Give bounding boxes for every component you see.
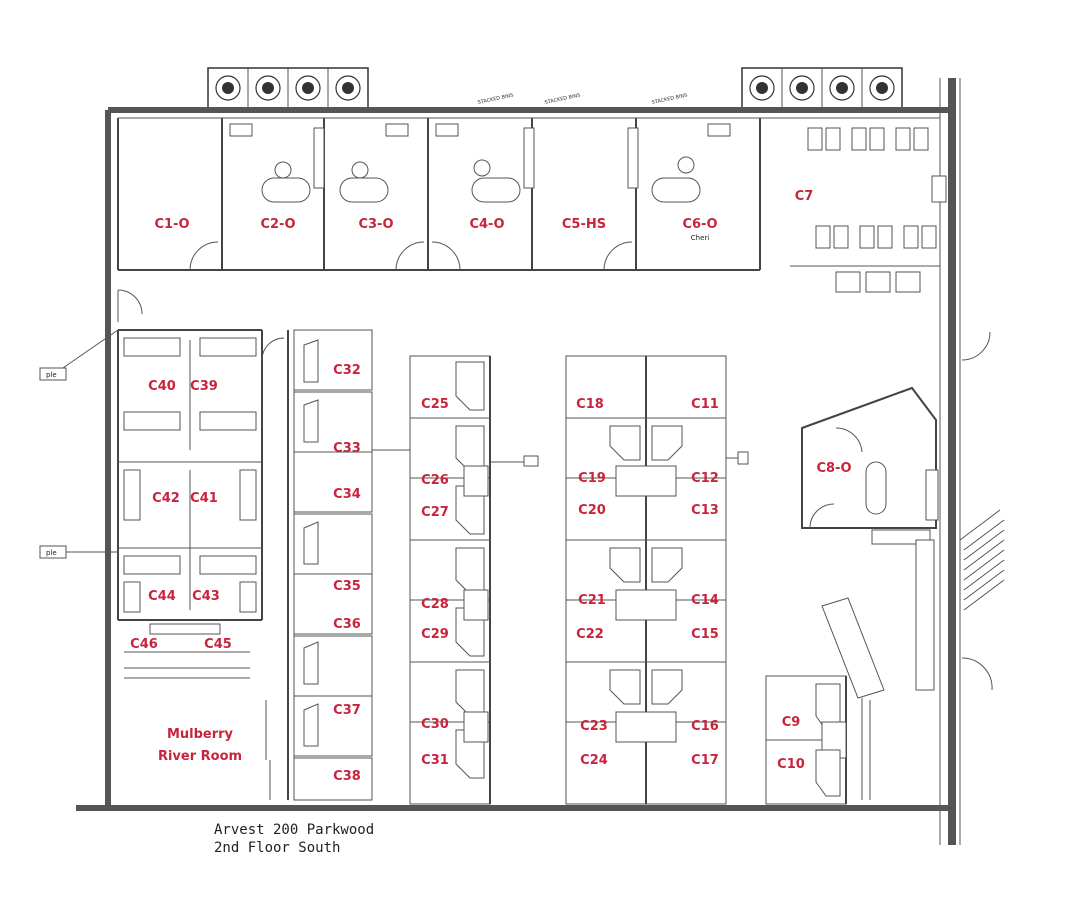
office-label-c8-o: C8-O (816, 461, 851, 476)
office-label-c3-o: C3-O (358, 217, 393, 232)
cubicle-label-c15: C15 (691, 627, 719, 642)
office-label-c6-o: C6-O (682, 217, 717, 232)
cubicle-label-c11: C11 (691, 397, 719, 412)
cubicle-label-c20: C20 (578, 503, 606, 518)
office-label-c5-hs: C5-HS (562, 217, 606, 232)
cubicle-label-c18: C18 (576, 397, 604, 412)
cubicle-label-c29: C29 (421, 627, 449, 642)
cubicle-label-c26: C26 (421, 473, 449, 488)
room-name-line-1: Mulberry (167, 727, 234, 742)
cubicle-label-c41: C41 (190, 491, 218, 506)
edge-tag-lower: ple (46, 549, 57, 557)
cubicle-column-2 (409, 355, 539, 805)
svg-text:STACKED BINS: STACKED BINS (544, 93, 581, 106)
office-occupant-c6: Cheri (691, 234, 710, 242)
cubicle-label-c31: C31 (421, 753, 449, 768)
cubicle-label-c16: C16 (691, 719, 719, 734)
cubicle-label-c37: C37 (333, 703, 361, 718)
cubicle-label-c34: C34 (333, 487, 361, 502)
office-label-c4-o: C4-O (469, 217, 504, 232)
cubicle-label-c36: C36 (333, 617, 361, 632)
caption-line-1: Arvest 200 Parkwood (214, 822, 374, 838)
cubicle-label-c10: C10 (777, 757, 805, 772)
meeting-room-label: Mulberry River Room (158, 727, 242, 764)
cubicle-label-c40: C40 (148, 379, 176, 394)
rooftop-units-left (207, 67, 369, 109)
cubicle-column-4 (765, 675, 847, 805)
cubicle-column-3 (565, 355, 749, 805)
edge-tag-upper: ple (46, 371, 57, 379)
cubicle-label-c30: C30 (421, 717, 449, 732)
cubicle-label-c22: C22 (576, 627, 604, 642)
office-label-c1-o: C1-O (154, 217, 189, 232)
room-name-line-2: River Room (158, 749, 242, 764)
exterior-walls (76, 78, 961, 845)
plan-caption: Arvest 200 Parkwood 2nd Floor South (214, 822, 374, 856)
svg-text:STACKED BINS: STACKED BINS (651, 93, 688, 106)
office-labels: C1-O C2-O C3-O C4-O C5-HS C6-O Cheri C7 … (154, 189, 851, 476)
cubicle-column-1 (287, 329, 410, 801)
cubicle-label-c46: C46 (130, 637, 158, 652)
cubicle-label-c23: C23 (580, 719, 608, 734)
angled-partition (821, 597, 885, 800)
c7-equipment (790, 127, 947, 293)
cubicle-label-c35: C35 (333, 579, 361, 594)
cubicle-label-c14: C14 (691, 593, 719, 608)
cubicle-label-c42: C42 (152, 491, 180, 506)
cubicle-label-c9: C9 (782, 715, 801, 730)
room-divider (265, 700, 271, 800)
cubicle-label-c12: C12 (691, 471, 719, 486)
left-pod (40, 289, 285, 679)
svg-text:STACKED BINS: STACKED BINS (477, 93, 514, 106)
cubicle-label-c43: C43 (192, 589, 220, 604)
cubicle-label-c21: C21 (578, 593, 606, 608)
cubicle-label-c39: C39 (190, 379, 218, 394)
cubicle-label-c38: C38 (333, 769, 361, 784)
cubicle-label-c44: C44 (148, 589, 176, 604)
office-label-c2-o: C2-O (260, 217, 295, 232)
cubicle-label-c19: C19 (578, 471, 606, 486)
cubicle-label-c27: C27 (421, 505, 449, 520)
cubicle-label-c17: C17 (691, 753, 719, 768)
cubicle-label-c32: C32 (333, 363, 361, 378)
cubicle-label-c24: C24 (580, 753, 608, 768)
cubicle-label-c28: C28 (421, 597, 449, 612)
cubicle-labels: C40 C39 C42 C41 C44 C43 C46 C45 C32 C33 … (130, 363, 805, 784)
cubicle-label-c33: C33 (333, 441, 361, 456)
edge-tags: ple ple (39, 367, 67, 559)
caption-line-2: 2nd Floor South (214, 840, 340, 856)
rooftop-units-right (741, 67, 903, 109)
cubicle-label-c45: C45 (204, 637, 232, 652)
office-row: STACKED BINS STACKED BINS STACKED BINS (117, 93, 940, 271)
cubicle-label-c13: C13 (691, 503, 719, 518)
office-label-c7: C7 (795, 189, 814, 204)
stairs (915, 331, 1005, 691)
cubicle-label-c25: C25 (421, 397, 449, 412)
